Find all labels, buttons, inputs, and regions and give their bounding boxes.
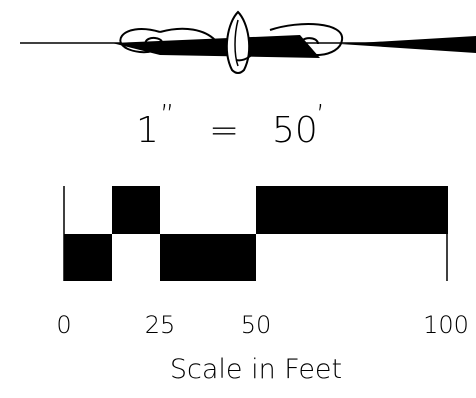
- ratio-equals: =: [209, 110, 239, 151]
- scale-tick-labels: 0 25 50 100: [56, 311, 469, 339]
- tick-label: 50: [241, 311, 272, 339]
- scale-block-top-2: [256, 186, 448, 234]
- scale-bar: [63, 186, 448, 281]
- tick-label: 25: [145, 311, 176, 339]
- tick-label: 100: [423, 311, 469, 339]
- ratio-foot-mark: ’: [316, 98, 325, 131]
- scale-ratio: 1 ” = 50 ’: [136, 98, 325, 151]
- ratio-feet-value: 50: [272, 110, 318, 151]
- scale-block-bottom-1: [64, 234, 112, 281]
- ratio-inch-value: 1: [136, 110, 159, 151]
- scale-block-bottom-2: [160, 234, 256, 281]
- flourish-ornament-icon: [20, 10, 476, 74]
- ratio-inch-mark: ”: [160, 98, 175, 131]
- scale-block-top-1: [112, 186, 160, 234]
- scale-caption: Scale in Feet: [170, 354, 342, 385]
- tick-label: 0: [56, 311, 71, 339]
